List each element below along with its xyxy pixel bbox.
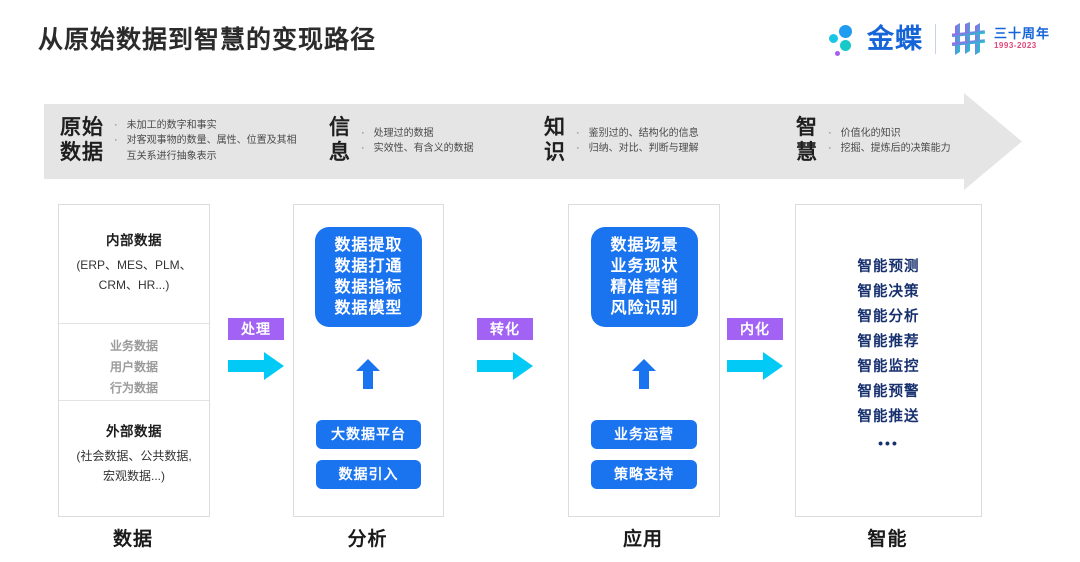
bullet-glyph: · <box>828 142 832 154</box>
right-arrow-icon <box>477 351 533 381</box>
list-ellipsis: ••• <box>878 435 899 451</box>
banner-stage-knowledge: 知 识 · 鉴别过的、结构化的信息 · 归纳、对比、判断与理解 <box>544 107 699 175</box>
bullet-glyph: · <box>361 126 365 139</box>
bullet-glyph: · <box>114 134 118 147</box>
banner-bullet: · 鉴别过的、结构化的信息 <box>576 126 699 142</box>
data-type-item: 行为数据 <box>109 381 158 395</box>
bullet-glyph: · <box>114 118 118 131</box>
banner-bullet-text: 挖掘、提炼后的决策能力 <box>840 143 951 154</box>
banner-bullet: · 对客观事物的数量、属性、位置及其相互关系进行抽象表示 <box>114 133 297 164</box>
application-scenario-line: 精准营销 <box>610 279 679 296</box>
analysis-capability-box: 数据提取 数据打通 数据指标 数据模型 <box>315 227 422 327</box>
analysis-capability-line: 数据指标 <box>334 279 403 296</box>
banner-bullet: · 实效性、有含义的数据 <box>361 141 474 157</box>
column-footer-analysis: 分析 <box>347 529 388 550</box>
connector-badge-label: 处理 <box>228 318 284 340</box>
banner-bullet-text: 归纳、对比、判断与理解 <box>588 143 699 154</box>
connector-badge-label: 内化 <box>727 318 783 340</box>
connector-transformation: 转化 <box>477 318 533 381</box>
up-arrow-icon <box>631 359 657 389</box>
bullet-glyph: · <box>828 126 832 139</box>
analysis-platform-pill: 大数据平台 <box>316 420 421 449</box>
analysis-capability-line: 数据打通 <box>334 257 403 275</box>
list-item: 智能预警 <box>857 384 920 400</box>
anniversary-years: 1993-2023 <box>993 40 1037 50</box>
internal-data-heading: 内部数据 <box>106 233 162 248</box>
banner-stage-bullets: · 处理过的数据 · 实效性、有含义的数据 <box>361 126 474 157</box>
application-scenario-box: 数据场景 业务现状 精准营销 风险识别 <box>591 227 698 327</box>
maturity-banner: 原始 数据 · 未加工的数字和事实 · 对客观事物的数量、属性、位置及其相互关系… <box>44 93 1022 190</box>
analysis-capability-line: 数据提取 <box>334 236 403 254</box>
banner-bullet-text: 未加工的数字和事实 <box>126 119 217 131</box>
column-intelligence: 智能预测 智能决策 智能分析 智能推荐 智能监控 智能预警 智能推送 ••• <box>795 204 982 517</box>
banner-stage-label: 原始 数据 <box>60 116 104 164</box>
banner-bullet-text: 价值化的知识 <box>840 127 901 139</box>
connector-processing: 处理 <box>228 318 284 381</box>
column-analysis: 数据提取 数据打通 数据指标 数据模型 大数据平台 数据引入 <box>293 204 444 517</box>
page-title: 从原始数据到智慧的变现路径 <box>38 26 377 54</box>
bullet-glyph: · <box>576 142 580 154</box>
anniversary-mark-icon <box>951 22 986 55</box>
logo-divider <box>934 24 936 54</box>
banner-bullet: · 归纳、对比、判断与理解 <box>576 141 699 157</box>
intelligence-list: 智能预测 智能决策 智能分析 智能推荐 智能监控 智能预警 智能推送 ••• <box>796 255 981 456</box>
list-item: 智能监控 <box>857 359 920 375</box>
up-arrow-icon <box>355 359 381 389</box>
data-types-section: 业务数据 用户数据 行为数据 <box>59 323 209 401</box>
banner-stage-bullets: · 未加工的数字和事实 · 对客观事物的数量、属性、位置及其相互关系进行抽象表示 <box>114 118 297 165</box>
column-footer-data: 数据 <box>112 529 153 550</box>
internal-data-section: 内部数据 (ERP、MES、PLM、 CRM、HR...) <box>59 205 209 323</box>
bullet-glyph: · <box>576 126 580 139</box>
connector-internalization: 内化 <box>727 318 783 381</box>
application-scenario-line: 数据场景 <box>610 236 679 254</box>
banner-bullet: · 未加工的数字和事实 <box>114 118 297 134</box>
anniversary-text: 三十周年 1993-2023 <box>994 27 1050 50</box>
analysis-capability-line: 数据模型 <box>334 300 403 318</box>
banner-bullet: · 挖掘、提炼后的决策能力 <box>828 141 951 157</box>
kingdee-logo: 金蝶 三十周年 1993-2023 <box>828 19 1050 59</box>
banner-stage-bullets: · 价值化的知识 · 挖掘、提炼后的决策能力 <box>828 126 951 157</box>
banner-bullet-text: 对客观事物的数量、属性、位置及其相互关系进行抽象表示 <box>126 135 297 162</box>
list-item: 智能预测 <box>857 259 920 275</box>
banner-stage-raw-data: 原始 数据 · 未加工的数字和事实 · 对客观事物的数量、属性、位置及其相互关系… <box>60 107 297 175</box>
column-data: 内部数据 (ERP、MES、PLM、 CRM、HR...) 业务数据 用户数据 … <box>58 204 210 517</box>
bullet-glyph: · <box>361 142 365 154</box>
banner-stage-wisdom: 智 慧 · 价值化的知识 · 挖掘、提炼后的决策能力 <box>796 107 951 175</box>
strategy-support-pill: 策略支持 <box>591 460 697 489</box>
list-item: 智能推送 <box>857 409 920 425</box>
right-arrow-icon <box>727 351 783 381</box>
banner-bullet: · 价值化的知识 <box>828 126 951 142</box>
external-data-detail: (社会数据、公共数据, 宏观数据...) <box>76 449 192 483</box>
internal-data-detail: (ERP、MES、PLM、 CRM、HR...) <box>76 258 192 292</box>
data-type-item: 业务数据 <box>109 339 158 353</box>
business-operation-pill: 业务运营 <box>591 420 697 449</box>
column-application: 数据场景 业务现状 精准营销 风险识别 业务运营 策略支持 <box>568 204 720 517</box>
banner-bullet-text: 鉴别过的、结构化的信息 <box>588 127 699 139</box>
external-data-section: 外部数据 (社会数据、公共数据, 宏观数据...) <box>59 401 209 515</box>
right-arrow-icon <box>228 351 284 381</box>
list-item: 智能推荐 <box>857 334 920 350</box>
application-scenario-line: 业务现状 <box>610 257 679 275</box>
banner-stage-label: 智 慧 <box>796 116 818 164</box>
column-footer-intelligence: 智能 <box>867 529 908 550</box>
analysis-ingest-pill: 数据引入 <box>316 460 421 489</box>
list-item: 智能决策 <box>857 284 920 300</box>
connector-badge-label: 转化 <box>477 318 533 340</box>
banner-arrow-shape <box>44 93 1022 190</box>
application-scenario-line: 风险识别 <box>610 300 679 318</box>
banner-stage-label: 信 息 <box>329 116 351 164</box>
banner-bullet: · 处理过的数据 <box>361 126 474 142</box>
list-item: 智能分析 <box>857 309 920 325</box>
banner-stage-bullets: · 鉴别过的、结构化的信息 · 归纳、对比、判断与理解 <box>576 126 699 157</box>
data-type-item: 用户数据 <box>109 360 158 374</box>
banner-stage-information: 信 息 · 处理过的数据 · 实效性、有含义的数据 <box>329 107 474 175</box>
external-data-heading: 外部数据 <box>106 424 162 439</box>
banner-bullet-text: 实效性、有含义的数据 <box>373 143 474 154</box>
banner-bullet-text: 处理过的数据 <box>373 127 434 139</box>
logo-dots-icon <box>828 22 862 56</box>
banner-stage-label: 知 识 <box>544 116 566 164</box>
anniversary-title: 三十周年 <box>993 26 1050 42</box>
logo-brand-text: 金蝶 <box>866 23 923 54</box>
column-footer-application: 应用 <box>622 529 663 550</box>
